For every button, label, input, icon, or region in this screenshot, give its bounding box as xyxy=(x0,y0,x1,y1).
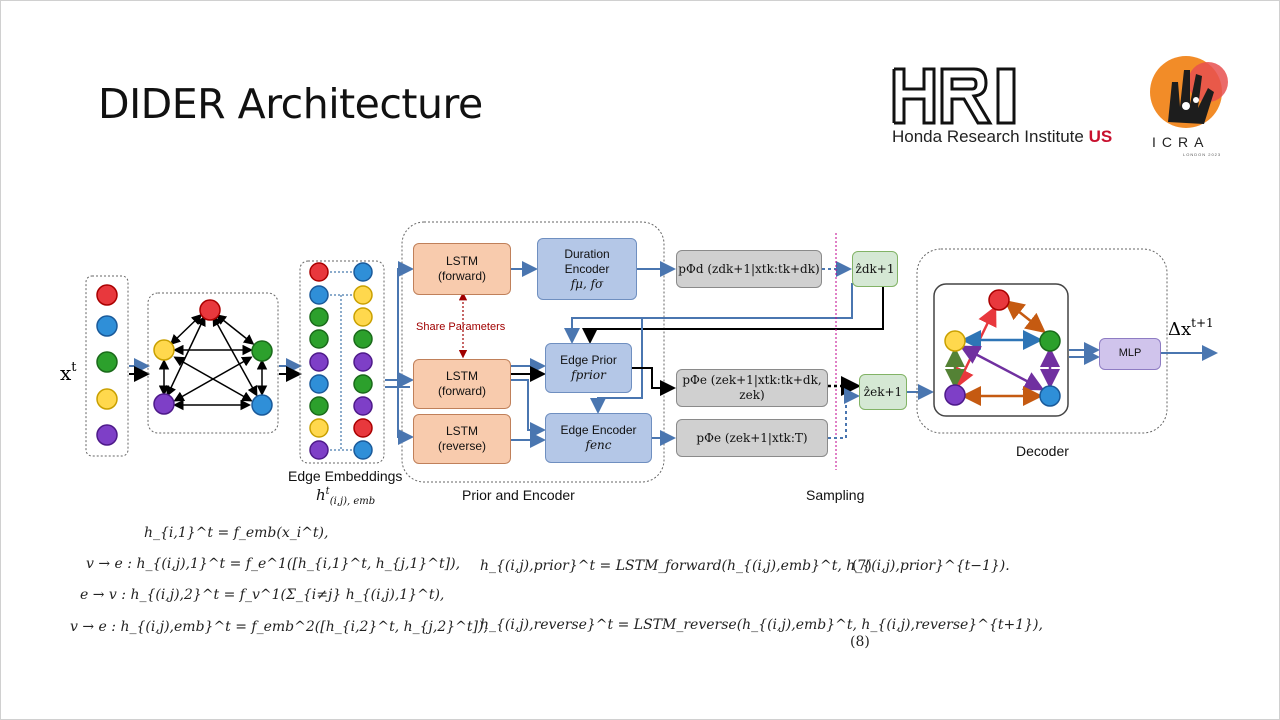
lstm-forward-mid: LSTM(forward) xyxy=(413,359,511,409)
edge-embeddings-box xyxy=(299,260,385,464)
node-purple xyxy=(96,424,118,446)
decoder-region xyxy=(916,248,1168,434)
mlp-box: MLP xyxy=(1099,338,1161,370)
output-label: Δxt+1 xyxy=(1168,316,1214,340)
prior-encoder-region xyxy=(401,221,665,483)
node-green xyxy=(96,351,118,373)
slide-title: DIDER Architecture xyxy=(98,80,483,128)
icra-subtitle: LONDON 2023 xyxy=(1183,152,1222,157)
lstm-reverse: LSTM(reverse) xyxy=(413,414,511,464)
sampling-label: Sampling xyxy=(806,487,865,503)
decoder-graph-box xyxy=(933,283,1069,417)
edge-prior: Edge Prior fprior xyxy=(545,343,632,393)
p-duration-box: pΦd (zdk+1|xtk:tk+dk) xyxy=(676,250,822,288)
hri-logo xyxy=(892,67,1016,125)
equation-left-3: e → v : h_{(i,j),2}^t = f_v^1(Σ_{i≠j} h_… xyxy=(80,587,445,603)
node-blue xyxy=(96,315,118,337)
edge-embeddings-label: Edge Embeddings xyxy=(288,468,403,484)
hri-suffix: US xyxy=(1088,127,1113,146)
p-prior-box: pΦe (zek+1|xtk:tk+dk, zek) xyxy=(676,369,828,407)
share-parameters-label: Share Parameters xyxy=(416,321,506,333)
icra-logo xyxy=(1150,56,1228,128)
decoder-label: Decoder xyxy=(1016,443,1069,459)
lstm-forward-top: LSTM(forward) xyxy=(413,243,511,295)
input-label: xt xyxy=(60,360,77,385)
edge-encoder: Edge Encoder fenc xyxy=(545,413,652,463)
node-red xyxy=(96,284,118,306)
hri-wordmark: Honda Research Institute US xyxy=(892,127,1112,147)
equation-number-7: (7) xyxy=(852,558,872,574)
node-yellow xyxy=(96,388,118,410)
equation-left-4: v → e : h_{(i,j),emb}^t = f_emb^2([h_{i,… xyxy=(70,619,488,635)
graph-box xyxy=(147,292,279,434)
equation-left-1: h_{i,1}^t = f_emb(x_i^t), xyxy=(144,525,329,541)
equation-right-2: h_{(i,j),reverse}^t = LSTM_reverse(h_{(i… xyxy=(480,617,1043,633)
hri-name: Honda Research Institute xyxy=(892,127,1084,146)
prior-encoder-label: Prior and Encoder xyxy=(462,487,575,503)
equation-number-8: (8) xyxy=(850,634,870,650)
equation-right-1: h_{(i,j),prior}^t = LSTM_forward(h_{(i,j… xyxy=(480,558,1010,574)
equation-left-2: v → e : h_{(i,j),1}^t = f_e^1([h_{i,1}^t… xyxy=(86,556,461,572)
edge-embeddings-math: ht(i,j), emb xyxy=(316,486,376,507)
icra-wordmark: ICRA xyxy=(1152,134,1210,150)
p-encoder-box: pΦe (zek+1|xtk:T) xyxy=(676,419,828,457)
z-e-box: ẑek+1 xyxy=(859,374,907,410)
z-d-box: ẑdk+1 xyxy=(852,251,898,287)
